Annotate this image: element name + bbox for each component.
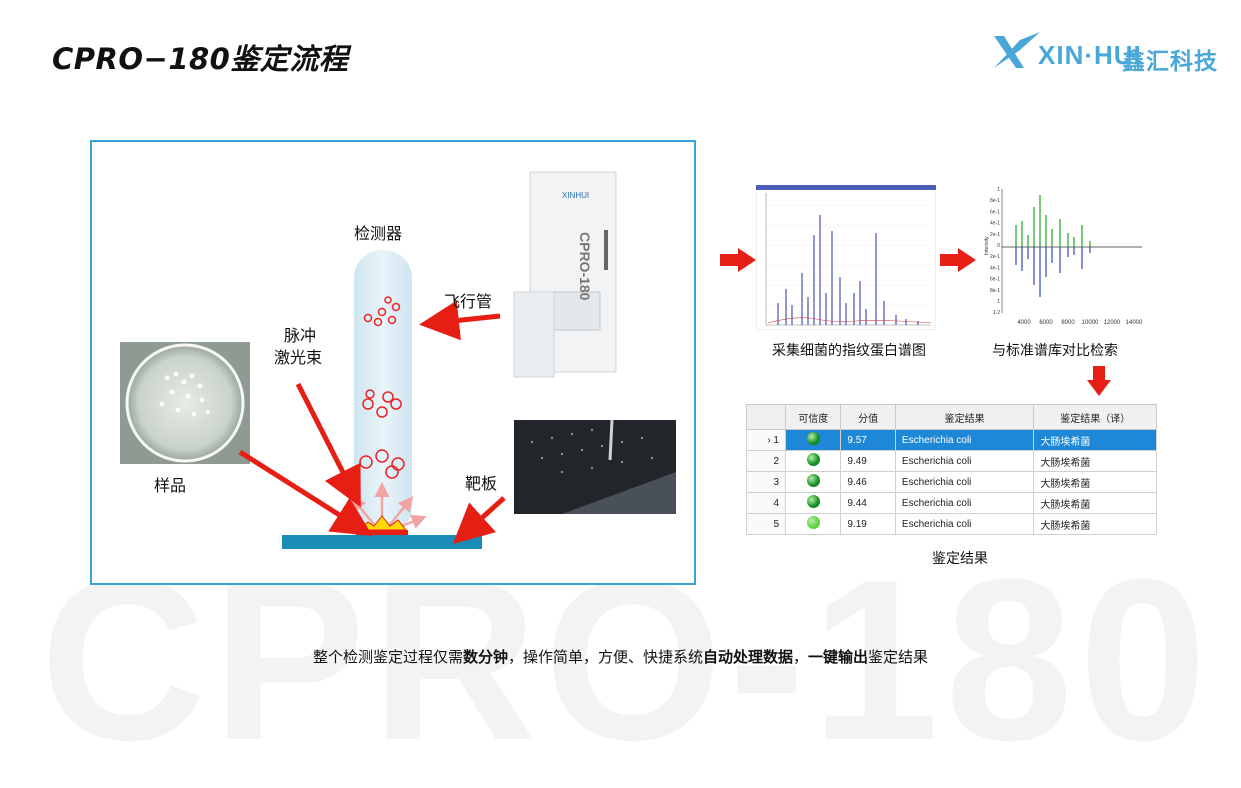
- flow-arrow-1: [720, 248, 756, 272]
- results-header-confidence[interactable]: 可信度: [784, 404, 842, 430]
- laser-label-line2: 激光束: [274, 348, 323, 367]
- summary-bold-1: 数分钟: [462, 648, 508, 666]
- flow-arrow-down: [1087, 366, 1111, 396]
- confidence-dot-icon: [806, 495, 820, 508]
- compare-caption: 与标准谱库对比检索: [992, 343, 1118, 359]
- compare-ytick-label: 1: [997, 299, 1000, 305]
- laser-label-line1: 脉冲: [284, 326, 317, 345]
- sample-label: 样品: [154, 476, 187, 495]
- row-result: Escherichia coli: [894, 492, 1035, 514]
- logo-brand: XIN·HUI: [1038, 40, 1142, 70]
- row-index: 5: [746, 513, 786, 535]
- logo: XIN·HUI 鑫汇科技: [990, 28, 1230, 78]
- row-result-cn: 大肠埃希菌: [1033, 492, 1157, 514]
- row-score: 9.49: [840, 450, 896, 472]
- row-score: 9.19: [840, 513, 896, 535]
- summary-bold-3: 一键输出: [808, 648, 869, 666]
- results-header-result-cn[interactable]: 鉴定结果（译）: [1033, 404, 1157, 430]
- workflow-diagram: XINHUI CPRO-180: [120, 171, 676, 549]
- row-index: 3: [746, 471, 786, 493]
- compare-ytick-label: 0: [997, 243, 1000, 249]
- detector-label: 检测器: [354, 224, 403, 243]
- confidence-dot-icon: [806, 516, 820, 529]
- confidence-indicator: [784, 492, 842, 514]
- compare-ytick-label: 8e-1: [990, 198, 1000, 204]
- row-result-cn: 大肠埃希菌: [1033, 450, 1157, 472]
- summary-part-2: ，操作简单，方便、快捷系统: [507, 648, 703, 666]
- confidence-dot-icon: [806, 453, 820, 466]
- svg-text:XINHUI: XINHUI: [562, 191, 589, 200]
- compare-ytick-label: 1.2: [993, 310, 1000, 316]
- compare-ytick-label: 1: [997, 187, 1000, 193]
- compare-xtick-label: 8000: [1061, 320, 1075, 326]
- library-compare-chart: 1 8e-1 6e-1 4e-1 2e-1 0 2e-1 4e-1 6e-1 8e-1 1 1.2 4…: [982, 185, 1144, 330]
- confidence-indicator: [784, 429, 842, 451]
- compare-ytick-label: 8e-1: [990, 288, 1000, 294]
- compare-ytick-label: 2e-1: [990, 232, 1000, 238]
- cpro-180-instrument: XINHUI CPRO-180: [513, 171, 617, 378]
- instrument-label: CPRO-180: [577, 232, 593, 301]
- compare-ytick-label: 2e-1: [990, 254, 1000, 260]
- row-score: 9.44: [840, 492, 896, 514]
- confidence-indicator: [784, 471, 842, 493]
- compare-ytick-label: 4e-1: [990, 221, 1000, 227]
- logo-mark-icon: [994, 32, 1040, 68]
- confidence-indicator: [784, 513, 842, 535]
- summary-bold-2: 自动处理数据: [702, 648, 793, 666]
- row-result-cn: 大肠埃希菌: [1033, 513, 1157, 535]
- row-index: 4: [746, 492, 786, 514]
- results-header-score[interactable]: 分值: [840, 404, 896, 430]
- compare-xtick-label: 6000: [1039, 320, 1053, 326]
- results-header-row: 可信度 分值 鉴定结果 鉴定结果（译）: [746, 404, 1157, 430]
- row-score: 9.57: [840, 429, 896, 451]
- target-label: 靶板: [465, 474, 498, 493]
- compare-xtick-label: 14000: [1126, 320, 1143, 326]
- page-title: CPRO−180鉴定流程: [52, 42, 349, 76]
- row-score: 9.46: [840, 471, 896, 493]
- ion-particles: [359, 296, 405, 479]
- row-result: Escherichia coli: [894, 471, 1035, 493]
- row-result: Escherichia coli: [894, 450, 1035, 472]
- logo-company: 鑫汇科技: [1122, 49, 1218, 75]
- protein-spectrum-image: [756, 185, 936, 330]
- flow-arrow-2: [940, 248, 976, 272]
- compare-ytick-label: 4e-1: [990, 265, 1000, 271]
- results-header-index: [746, 404, 786, 430]
- flight-tube-label: 飞行管: [444, 292, 493, 311]
- confidence-dot-icon: [806, 432, 820, 445]
- results-header-result[interactable]: 鉴定结果: [894, 404, 1035, 430]
- result-caption: 鉴定结果: [932, 551, 988, 567]
- row-result-cn: 大肠埃希菌: [1033, 429, 1157, 451]
- compare-ylabel: Intensity: [984, 236, 990, 255]
- row-result-cn: 大肠埃希菌: [1033, 471, 1157, 493]
- row-result: Escherichia coli: [894, 513, 1035, 535]
- row-index: › 1: [746, 429, 786, 451]
- confidence-dot-icon: [806, 474, 820, 487]
- spectrum-caption: 采集细菌的指纹蛋白谱图: [772, 343, 926, 359]
- workflow-diagram-panel: XINHUI CPRO-180 检测器 飞行管 脉冲 激光束 样品 靶板: [90, 140, 696, 585]
- red-arrows: [238, 300, 506, 545]
- confidence-indicator: [784, 450, 842, 472]
- summary-part-3: ，: [793, 648, 809, 666]
- compare-ytick-label: 6e-1: [990, 277, 1000, 283]
- summary-part-4: 鉴定结果: [868, 648, 929, 666]
- summary-part-1: 整个检测鉴定过程仅需: [312, 648, 463, 666]
- summary-text: 整个检测鉴定过程仅需数分钟，操作简单，方便、快捷系统自动处理数据，一键输出鉴定结…: [0, 646, 1241, 667]
- compare-ytick-label: 6e-1: [990, 209, 1000, 215]
- row-result: Escherichia coli: [894, 429, 1035, 451]
- row-index: 2: [746, 450, 786, 472]
- compare-xtick-label: 4000: [1017, 320, 1031, 326]
- compare-xtick-label: 10000: [1082, 320, 1099, 326]
- target-plate: [282, 535, 482, 549]
- compare-xtick-label: 12000: [1104, 320, 1121, 326]
